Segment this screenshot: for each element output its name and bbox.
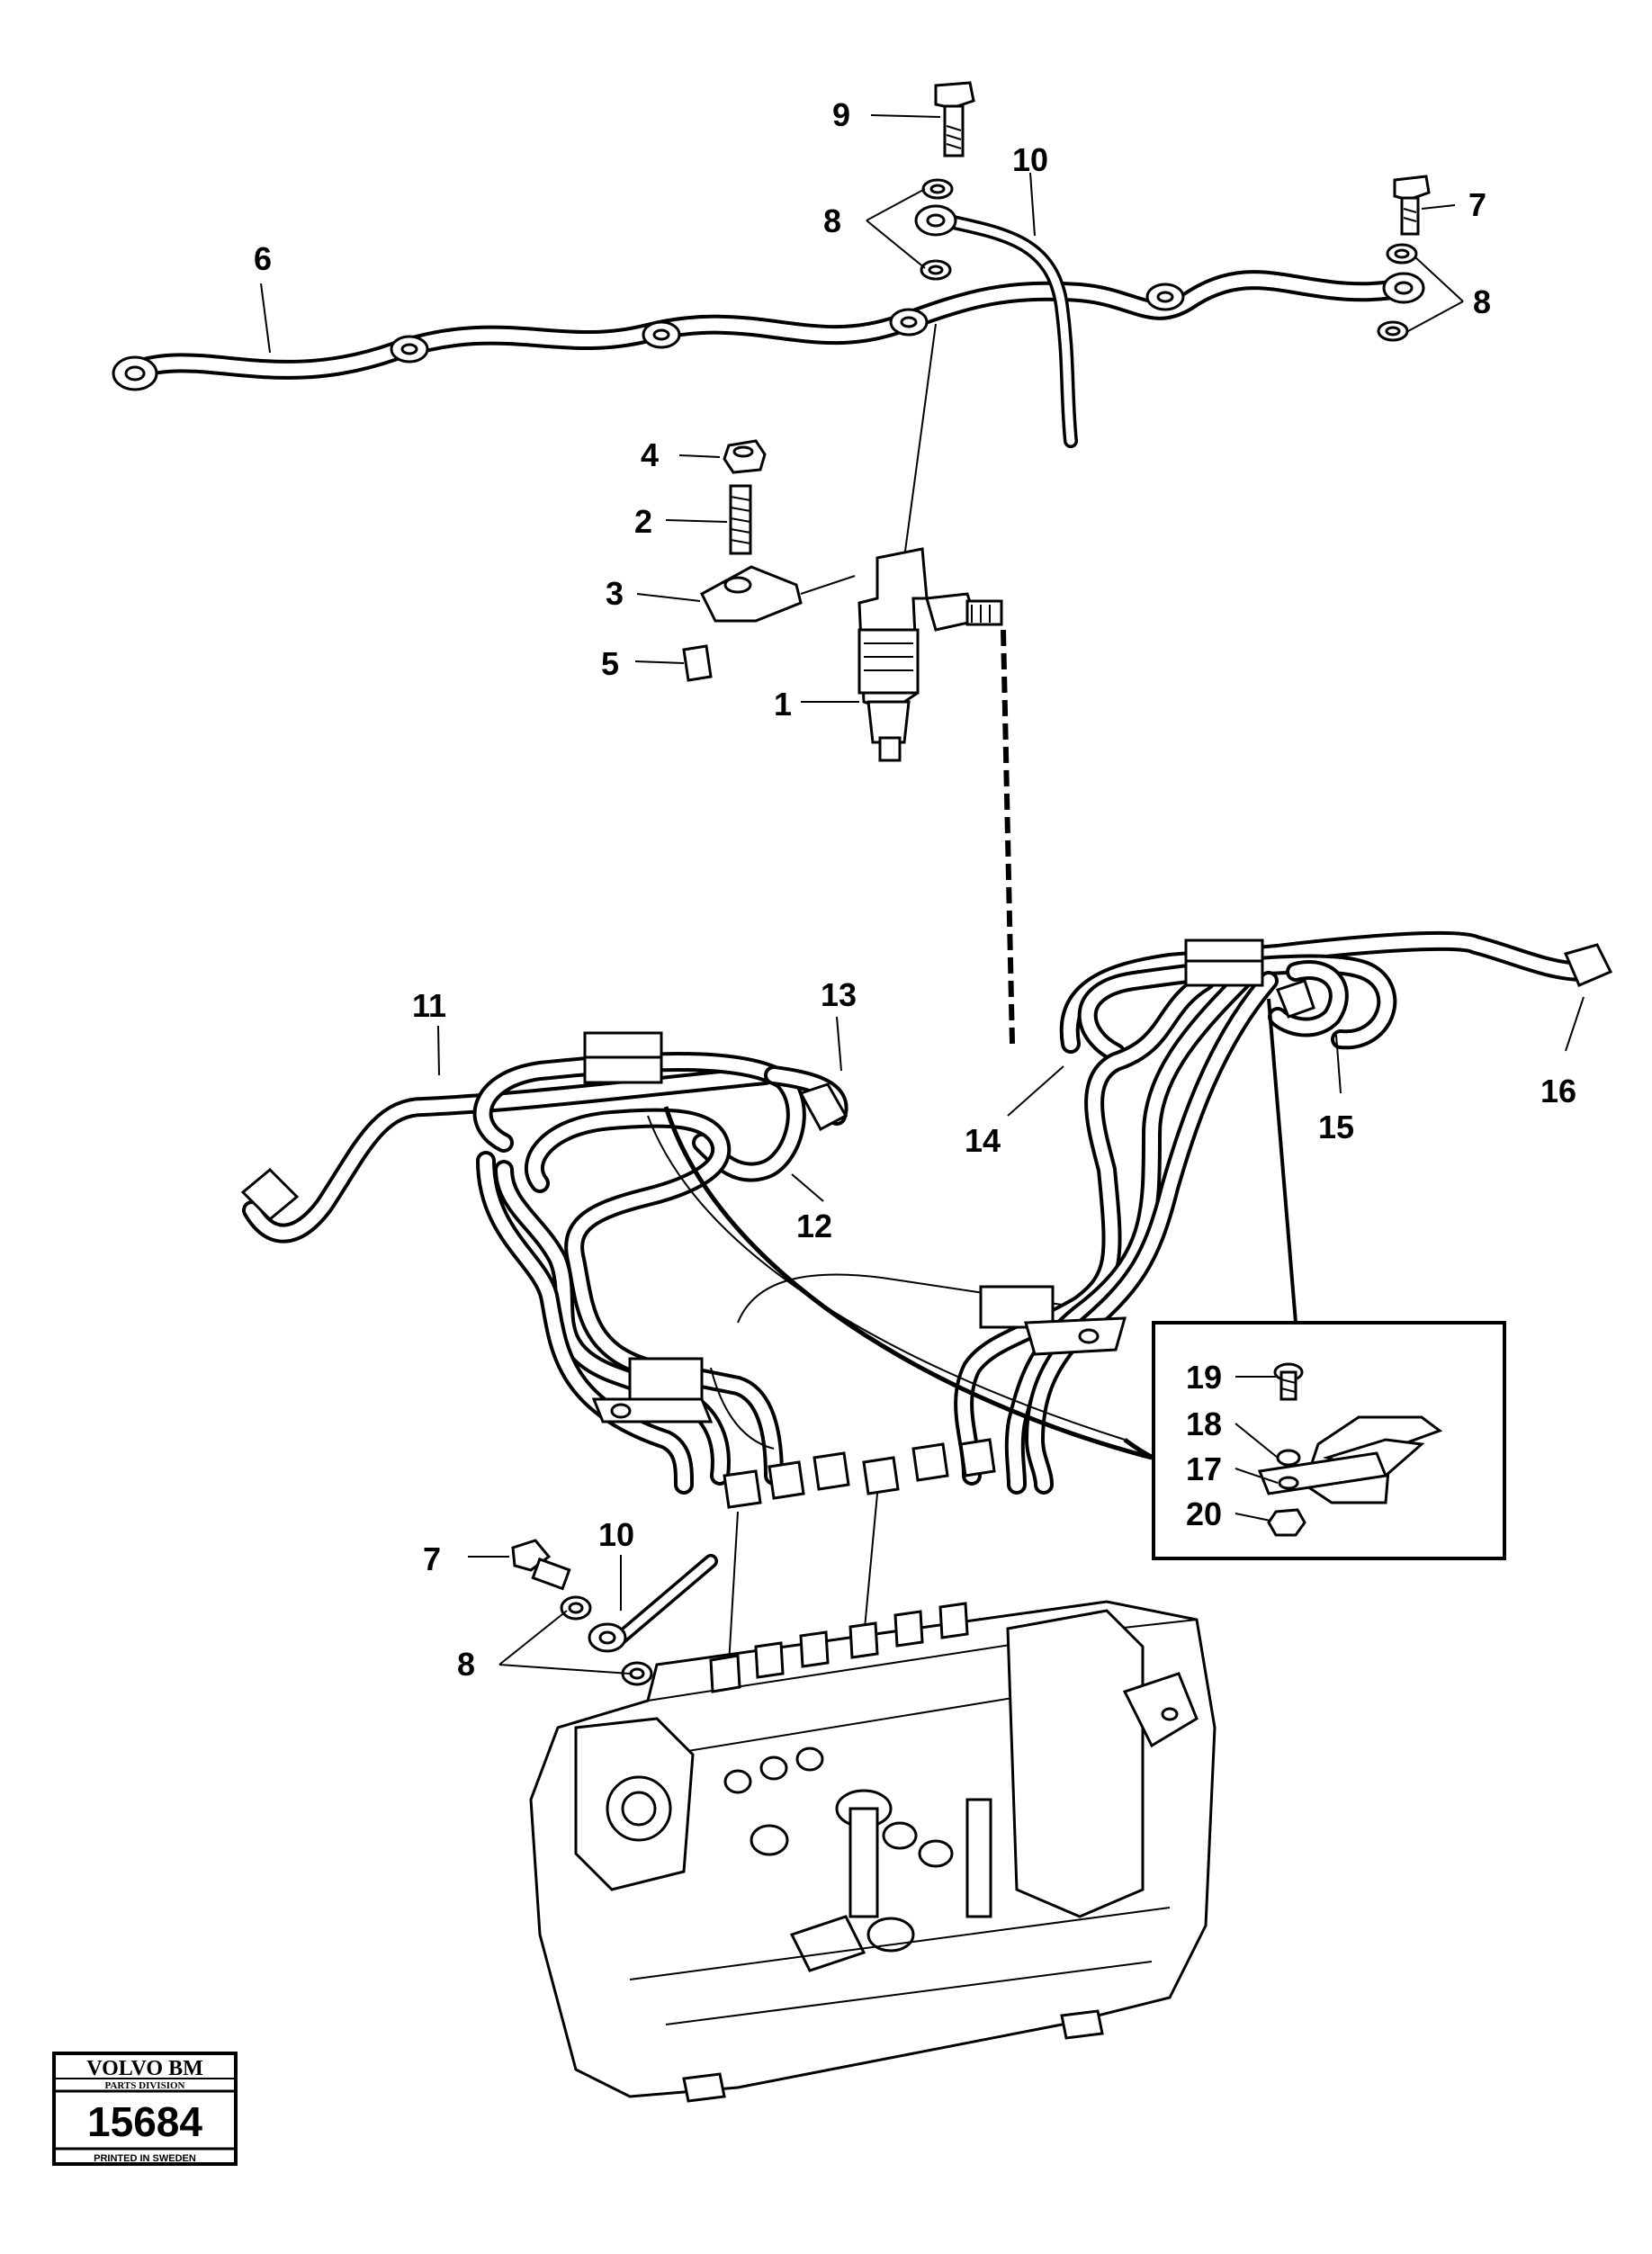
assembly-leader-dashed: [1001, 629, 1015, 1045]
leader-line: [863, 1493, 878, 1639]
badge-brand: VOLVO BM: [86, 2057, 203, 2080]
sealing-washer-hole: [1394, 248, 1410, 259]
leader-line: [728, 1511, 739, 1666]
sealing-washer-hole: [928, 265, 944, 275]
callout-14: 14: [965, 1122, 1001, 1159]
clamp-base-right: [1024, 1316, 1127, 1356]
callout-4: 4: [641, 436, 659, 473]
screw: [1273, 1362, 1304, 1401]
callout-6: 6: [254, 240, 272, 277]
pressure-pipe-group-right: [954, 930, 1613, 1495]
callout-18: 18: [1186, 1405, 1222, 1442]
return-fuel-pipe: [112, 270, 1425, 391]
sleeve: [682, 644, 713, 682]
callout-9: 9: [832, 96, 850, 133]
clamp-screw: [1078, 1328, 1100, 1344]
badge-number: 15684: [87, 2098, 202, 2145]
clamp-screw: [610, 1403, 632, 1419]
callout-7-bottom: 7: [423, 1540, 441, 1577]
callout-8-right: 8: [1473, 283, 1491, 320]
callout-13: 13: [821, 976, 857, 1013]
injection-pump: [529, 1600, 1217, 2103]
sealing-washer-hole: [929, 184, 946, 194]
callout-1: 1: [774, 686, 792, 723]
callout-leaders: [260, 114, 1585, 1675]
parts-catalog-badge: VOLVO BM PARTS DIVISION 15684 PRINTED IN…: [52, 2052, 238, 2166]
callout-7-top: 7: [1468, 186, 1486, 223]
banjo-bolt-right: [1393, 175, 1431, 236]
callout-2: 2: [634, 503, 652, 540]
stud: [729, 484, 752, 555]
callout-19: 19: [1186, 1359, 1222, 1396]
badge-printed: PRINTED IN SWEDEN: [94, 2153, 196, 2164]
pressure-pipe-group-left: [240, 1031, 848, 1495]
delivery-valve-holders: [709, 1602, 969, 1693]
leak-off-pipe-top: [914, 204, 1078, 448]
cylinder-outline: [647, 1106, 1153, 1460]
clamp: [700, 565, 856, 623]
leak-off-pipe-bottom: [588, 1554, 718, 1653]
nut: [723, 439, 767, 474]
injector: [857, 323, 1003, 762]
banjo-bolt-bottom: [511, 1539, 571, 1591]
pipe-clamp-bottom-left: [628, 1357, 704, 1401]
callout-15: 15: [1318, 1109, 1354, 1145]
callout-12: 12: [796, 1208, 832, 1244]
sealing-washer-hole: [568, 1602, 584, 1614]
callout-labels: 1 2 3 4 5 6 7 7 8 8 8 9 10 10 11 12 13 1…: [254, 96, 1576, 1683]
callout-16: 16: [1540, 1073, 1576, 1109]
callout-8-bottom: 8: [457, 1646, 475, 1683]
detail-inset: [1123, 998, 1506, 1560]
callout-8-top: 8: [823, 202, 841, 239]
callout-5: 5: [601, 645, 619, 682]
callout-11: 11: [412, 987, 446, 1024]
banjo-bolt: [934, 81, 975, 157]
callout-20: 20: [1186, 1495, 1222, 1532]
callout-17: 17: [1186, 1450, 1222, 1487]
callout-3: 3: [606, 575, 624, 612]
sealing-washer-hole: [1385, 326, 1401, 337]
callout-10-bottom: 10: [598, 1516, 634, 1553]
pipe-clamp-bottom-right: [979, 1285, 1055, 1329]
callout-10-top: 10: [1012, 141, 1048, 178]
badge-division: PARTS DIVISION: [105, 2080, 185, 2091]
pipe-union-nuts: [723, 1438, 996, 1509]
sealing-washer-hole: [629, 1667, 645, 1680]
